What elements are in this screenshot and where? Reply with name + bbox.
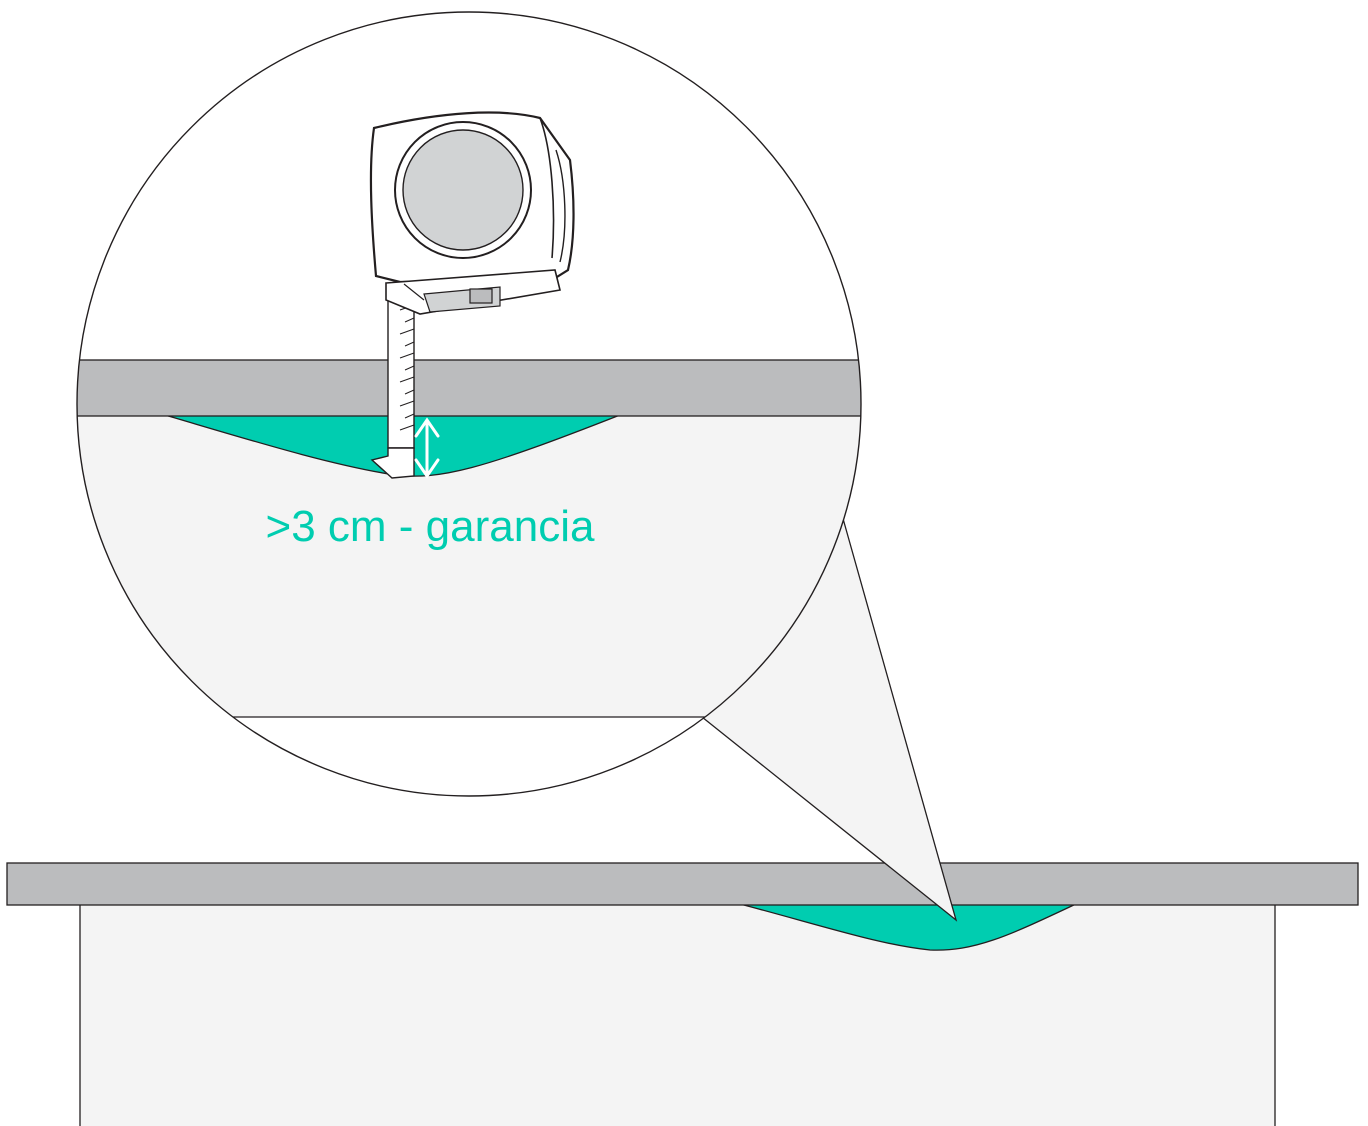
full-view [6, 862, 1359, 1126]
sag-area [739, 903, 1077, 951]
zoom-circle [76, 11, 862, 797]
double-arrow-icon [414, 417, 440, 479]
board-bar [6, 862, 1359, 906]
tape-measure-icon [369, 111, 575, 479]
zoom-board-bar [77, 359, 861, 417]
callout-pointer [701, 514, 958, 922]
zoom-circle-outline [76, 11, 862, 797]
mattress-body [79, 903, 1276, 1126]
callout-label: >3 cm - garancia [266, 502, 595, 551]
